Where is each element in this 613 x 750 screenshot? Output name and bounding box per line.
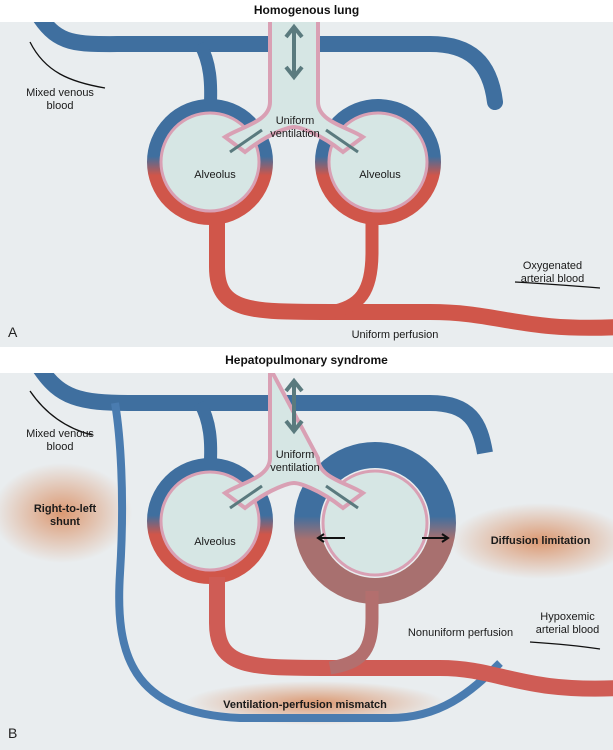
diffusion-arrow-left bbox=[316, 533, 345, 543]
label-arterial: Hypoxemic arterial blood bbox=[535, 611, 600, 636]
label-alveolus-right: Alveolus bbox=[359, 169, 401, 181]
label-shunt: Right-to-left shunt bbox=[33, 503, 97, 528]
label-vq-mismatch: Ventilation-perfusion mismatch bbox=[223, 699, 387, 711]
diffusion-highlight bbox=[450, 503, 613, 579]
venous-vessel bbox=[33, 373, 493, 455]
ventilation-arrow-right bbox=[325, 484, 359, 510]
panel-b: Mixed venous blood Uniform ventilation A… bbox=[0, 373, 613, 750]
panel-a-illustration bbox=[29, 22, 613, 336]
label-perfusion: Nonuniform perfusion bbox=[407, 627, 514, 639]
shunt-vessel bbox=[111, 402, 503, 722]
panel-a: Mixed venous blood Uniform ventilation A… bbox=[0, 22, 613, 347]
ventilation-arrow-right bbox=[325, 128, 359, 154]
arterial-flow-arrow bbox=[514, 281, 601, 289]
arterial-vessel bbox=[209, 577, 613, 697]
arterial-branch bbox=[328, 591, 379, 675]
venous-flow-arrow bbox=[29, 41, 106, 89]
ventilation-arrow-left bbox=[229, 484, 263, 510]
label-mixed-venous: Mixed venous blood bbox=[26, 428, 94, 453]
arterial-branch bbox=[328, 218, 379, 319]
arterial-flow-arrow bbox=[529, 641, 601, 650]
label-arterial: Oxygenated arterial blood bbox=[520, 260, 585, 285]
airway bbox=[221, 373, 367, 511]
label-perfusion: Uniform perfusion bbox=[351, 329, 439, 341]
shunt-highlight bbox=[0, 463, 132, 563]
diffusion-arrow-right bbox=[422, 533, 450, 543]
panel-a-title: Homogenous lung bbox=[0, 0, 613, 22]
label-ventilation: Uniform ventilation bbox=[270, 115, 320, 140]
label-alveolus-left: Alveolus bbox=[194, 169, 236, 181]
airway bbox=[221, 22, 367, 155]
label-ventilation: Uniform ventilation bbox=[270, 449, 320, 474]
label-mixed-venous: Mixed venous blood bbox=[26, 87, 94, 112]
panel-letter-a: A bbox=[8, 324, 18, 340]
ventilation-arrow bbox=[284, 23, 304, 81]
ventilation-arrow bbox=[284, 377, 304, 435]
venous-flow-arrow bbox=[29, 390, 93, 436]
panel-b-title: Hepatopulmonary syndrome bbox=[0, 347, 613, 373]
label-alveolus-left: Alveolus bbox=[194, 536, 236, 548]
panel-letter-b: B bbox=[8, 725, 18, 741]
venous-vessel bbox=[33, 22, 503, 110]
ventilation-arrow-left bbox=[229, 128, 263, 154]
label-diffusion: Diffusion limitation bbox=[490, 535, 591, 547]
arterial-vessel bbox=[209, 218, 613, 336]
panel-b-illustration bbox=[0, 373, 613, 725]
